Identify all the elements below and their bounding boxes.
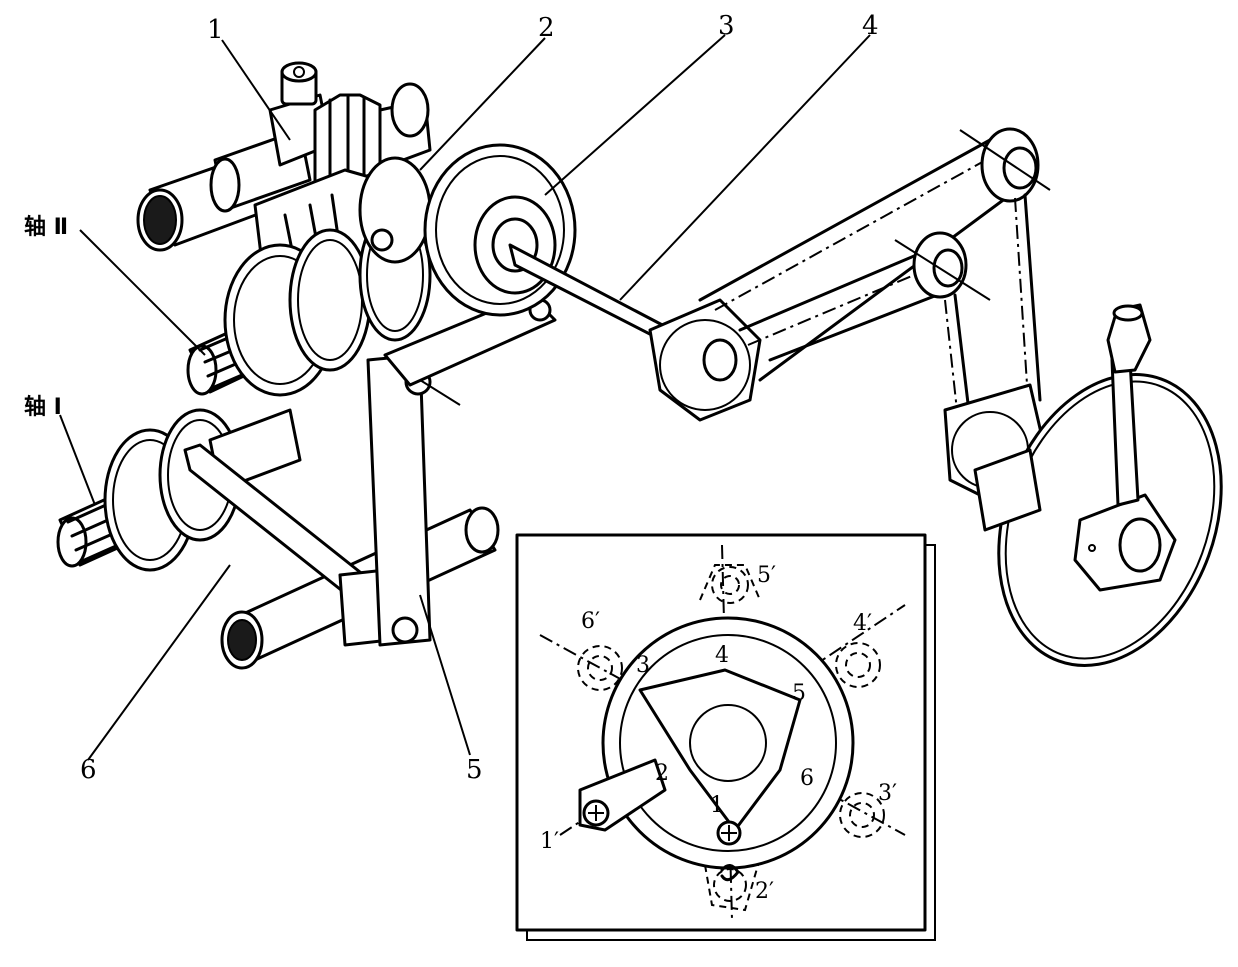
- inset-point-3: 3: [636, 653, 650, 678]
- fork-assembly: [183, 443, 500, 670]
- inset-point-4: 4: [715, 643, 729, 668]
- upper-shaft-assembly: [136, 61, 432, 252]
- inset-point-5: 5: [792, 681, 806, 706]
- callout-labels: 1 2 3 4 5 6 轴 Ⅱ 轴 Ⅰ: [24, 11, 879, 785]
- shaft-I-label: 轴 Ⅰ: [24, 394, 62, 420]
- callout-1: 1: [207, 15, 224, 45]
- callout-3: 3: [718, 11, 735, 41]
- inset-point-1: 1: [710, 793, 724, 818]
- inset-point-6-prime: 6′: [581, 609, 600, 634]
- hand-wheel: [973, 303, 1223, 667]
- inset-point-6: 6: [800, 766, 814, 791]
- inset-point-5-prime: 5′: [757, 563, 776, 588]
- callout-4: 4: [862, 11, 879, 41]
- callout-5: 5: [466, 755, 483, 785]
- shaft-I-assembly: [56, 408, 302, 572]
- inset-point-4-prime: 4′: [853, 611, 872, 636]
- callout-6: 6: [80, 755, 97, 785]
- lever-5: [366, 293, 557, 647]
- inset-diagram: 4 3 5 2 6 1 5′ 6′ 4′ 3′ 1′ 2′: [515, 533, 936, 941]
- inset-point-1-prime: 1′: [540, 829, 559, 854]
- shaft-II-label: 轴 Ⅱ: [24, 214, 68, 240]
- inset-point-3-prime: 3′: [878, 781, 897, 806]
- inset-point-2-prime: 2′: [755, 879, 774, 904]
- chain-drive: [698, 127, 1051, 502]
- inset-point-2: 2: [655, 761, 669, 786]
- cam-disk: [358, 143, 762, 422]
- leader-lines: [59, 34, 871, 761]
- shaft-II-assembly: [186, 208, 432, 397]
- callout-2: 2: [538, 13, 555, 43]
